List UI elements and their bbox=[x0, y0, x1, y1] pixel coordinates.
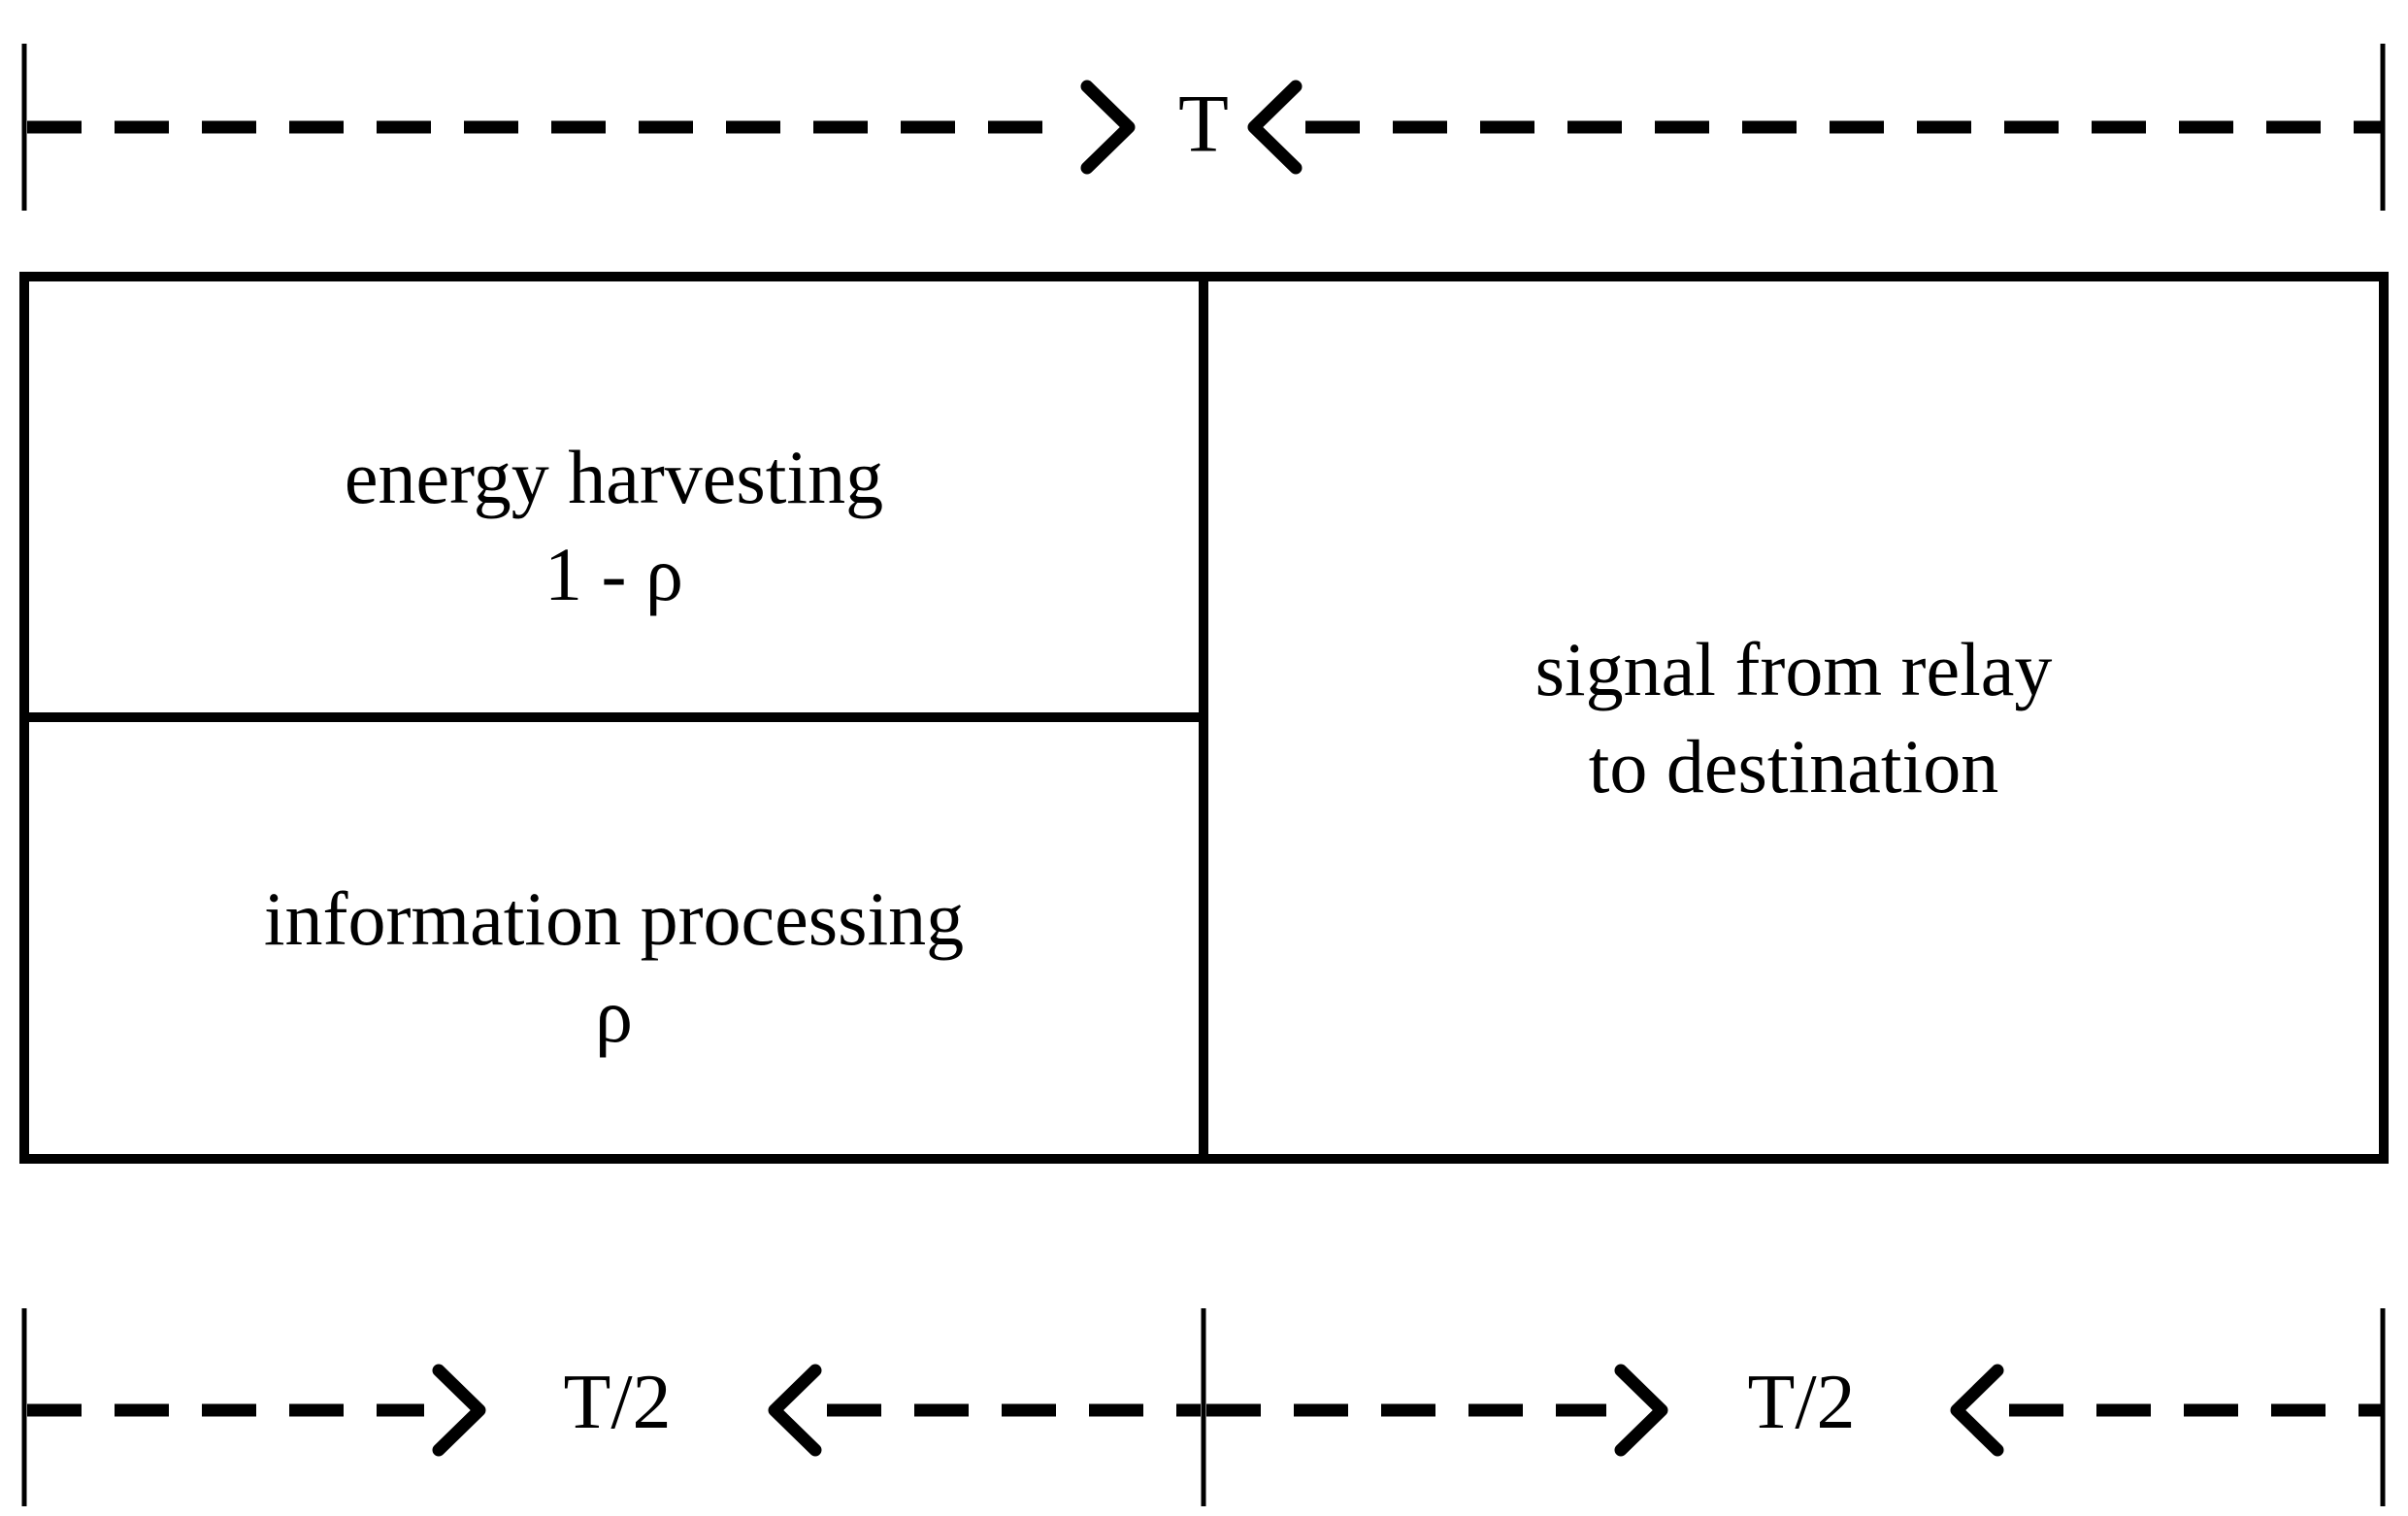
total-period-measure bbox=[21, 44, 2386, 211]
information-processing-cell: information processing ρ bbox=[29, 751, 1199, 1183]
information-processing-fraction: ρ bbox=[595, 972, 633, 1058]
arrowhead-right-icon bbox=[1080, 80, 1136, 175]
relay-signal-label-line2: to destination bbox=[1588, 723, 1999, 808]
first-half-period-label: T/2 bbox=[549, 1364, 685, 1441]
second-half-period-label: T/2 bbox=[1733, 1364, 1869, 1441]
time-slot-box: energy harvesting 1 - ρ information proc… bbox=[19, 272, 2389, 1164]
second-half-arrowhead-right-icon bbox=[1614, 1364, 1668, 1457]
arrowhead-left-icon bbox=[1247, 80, 1303, 175]
energy-harvesting-fraction: 1 - ρ bbox=[544, 532, 683, 616]
half-period-measures bbox=[21, 1308, 2386, 1506]
half-period-divider bbox=[1199, 281, 1208, 1154]
total-period-label: T bbox=[1165, 82, 1242, 166]
information-processing-label: information processing bbox=[263, 875, 965, 961]
first-half-arrowhead-right-icon bbox=[432, 1364, 486, 1457]
relay-signal-label-line1: signal from relay bbox=[1534, 626, 2053, 711]
left-cells-divider bbox=[29, 712, 1199, 722]
energy-harvesting-cell: energy harvesting 1 - ρ bbox=[29, 311, 1199, 742]
relay-to-destination-cell: signal from relay to destination bbox=[1208, 281, 2379, 1154]
energy-harvesting-label: energy harvesting bbox=[344, 435, 884, 519]
second-half-arrowhead-left-icon bbox=[1950, 1364, 2004, 1457]
first-half-arrowhead-left-icon bbox=[768, 1364, 822, 1457]
